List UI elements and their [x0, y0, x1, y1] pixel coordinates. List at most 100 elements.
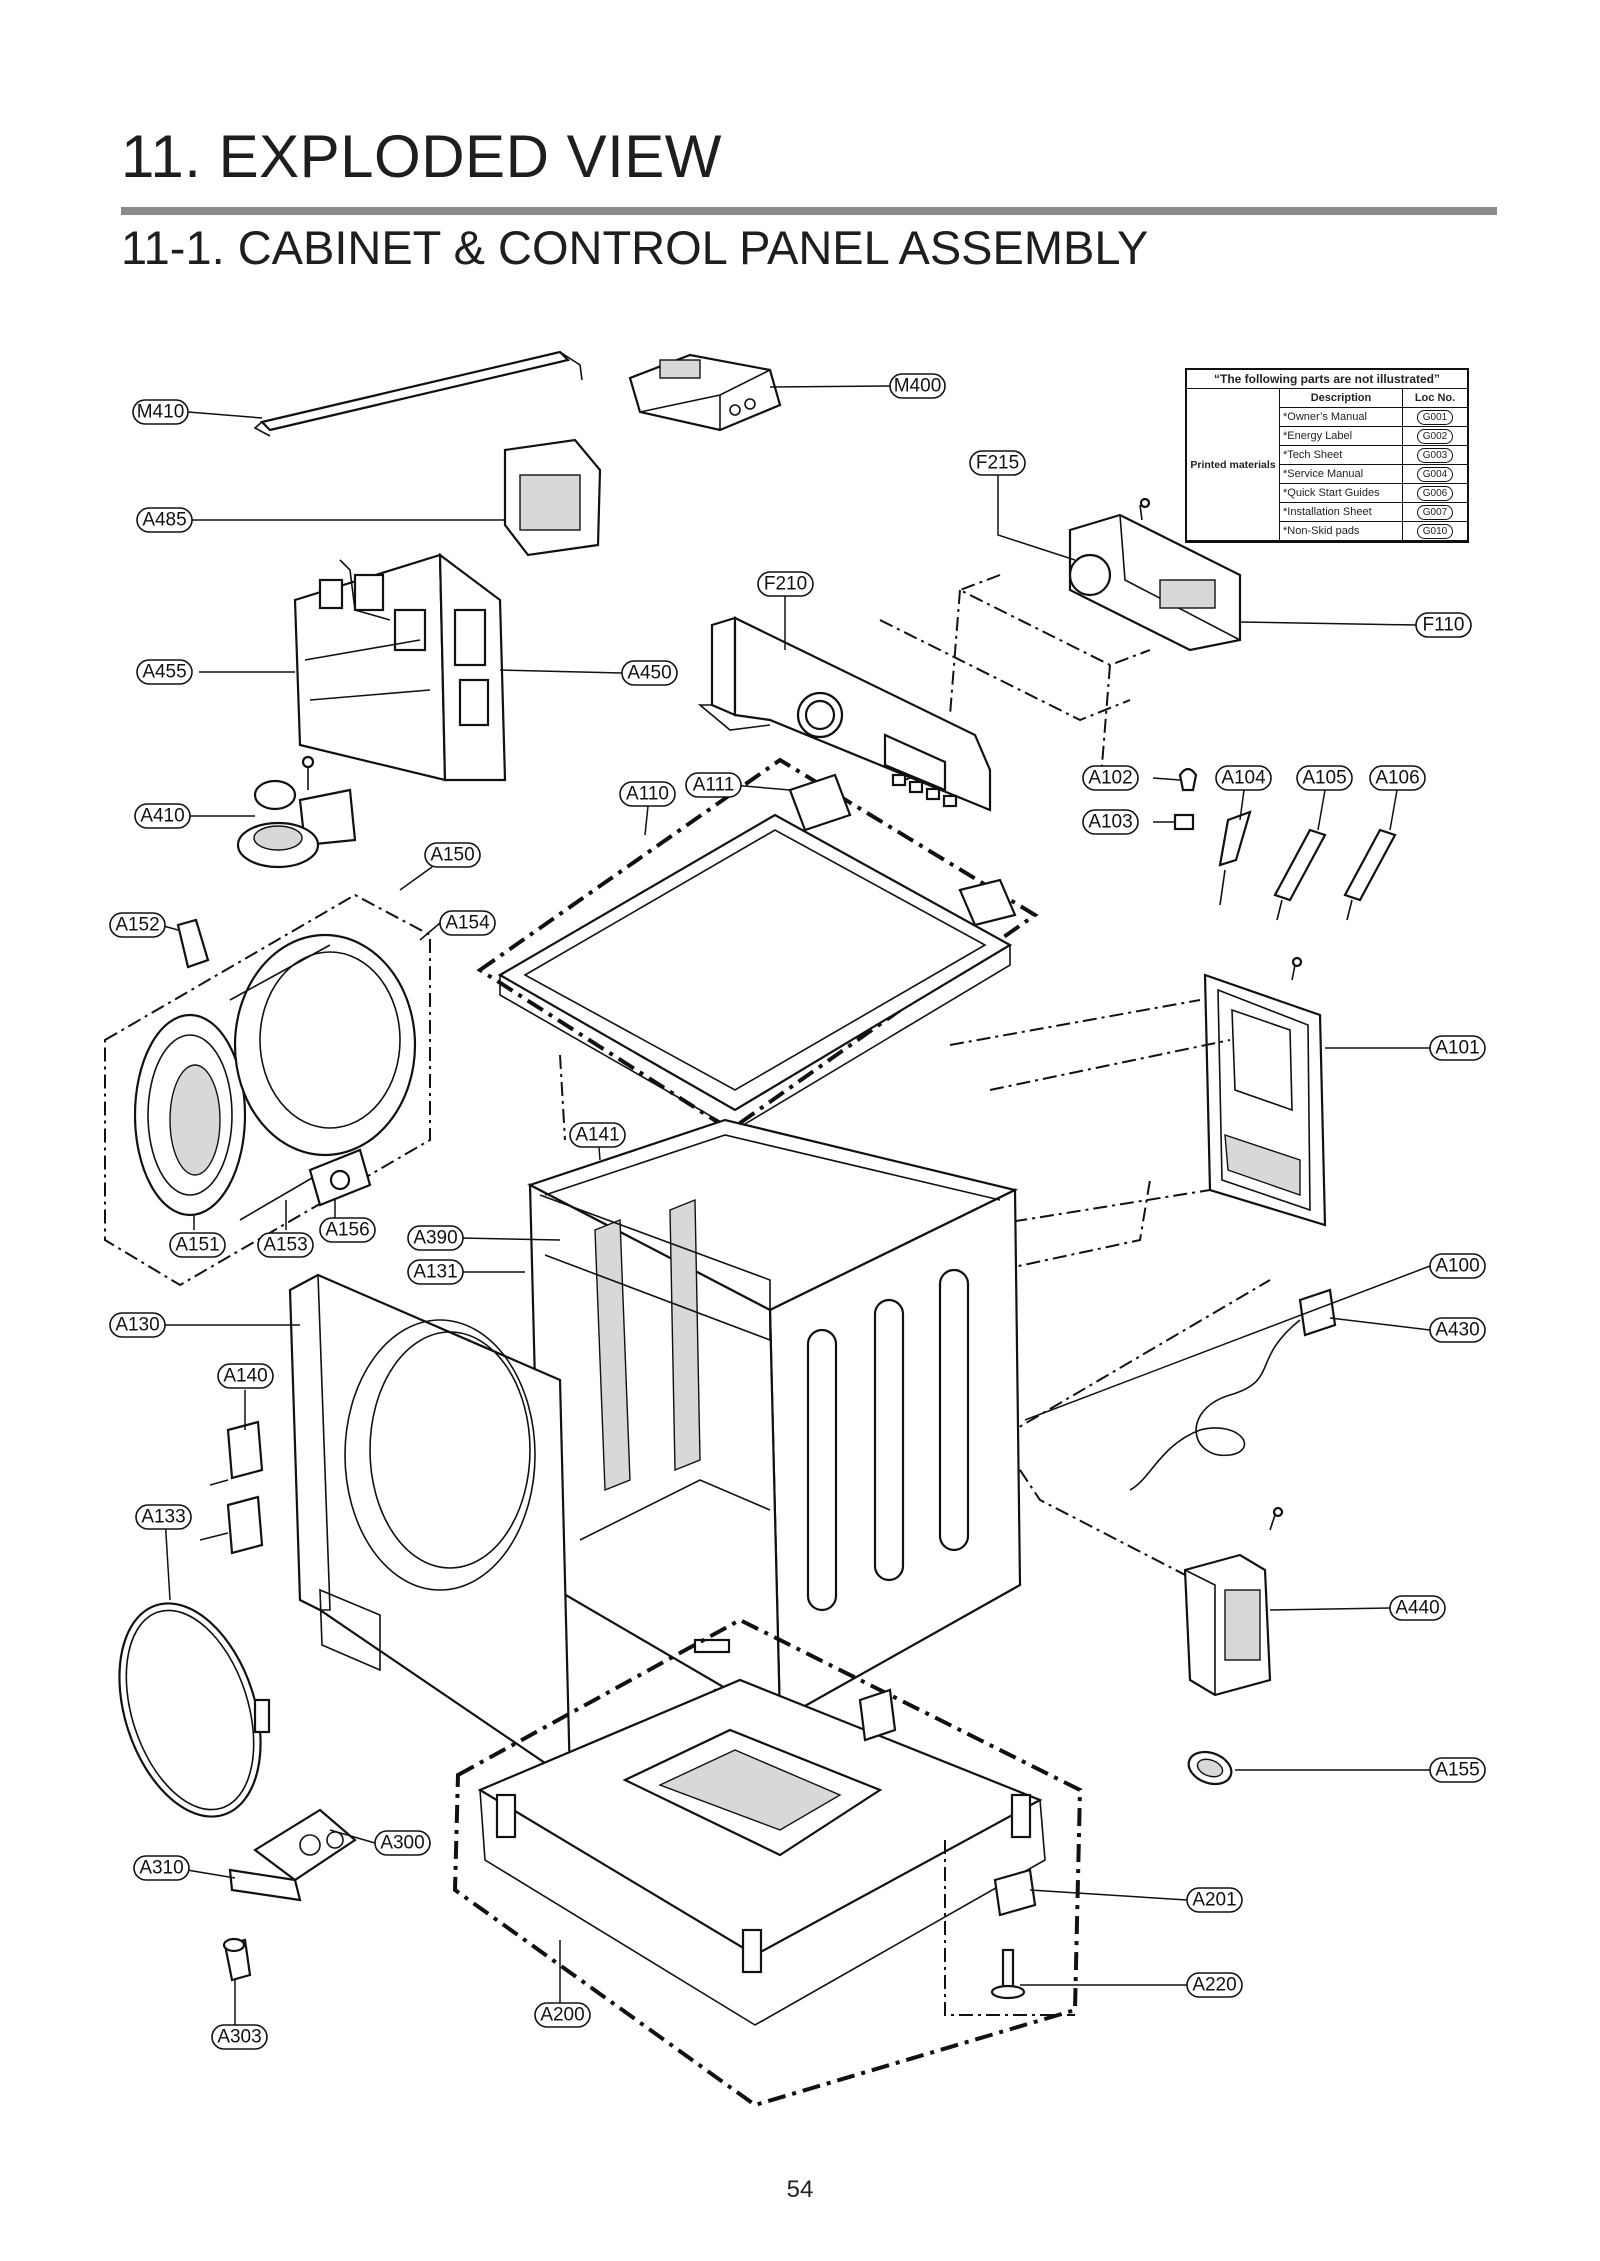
- notes-category: Printed materials: [1187, 389, 1280, 541]
- svg-text:A103: A103: [1088, 812, 1132, 833]
- svg-text:A220: A220: [1192, 1975, 1236, 1996]
- svg-text:F215: F215: [976, 453, 1019, 474]
- notes-col-description: Description: [1279, 389, 1403, 408]
- callout-A440: A440: [1389, 1595, 1446, 1621]
- svg-text:A154: A154: [445, 913, 490, 934]
- callout-A103: A103: [1082, 809, 1139, 835]
- callout-A133: A133: [135, 1504, 192, 1530]
- notes-table: Printed materials Description Loc No. *O…: [1187, 389, 1467, 541]
- svg-text:F210: F210: [764, 574, 807, 595]
- callout-A153: A153: [257, 1232, 314, 1258]
- part-dampers: [1218, 810, 1397, 921]
- notes-loc: G006: [1416, 485, 1454, 501]
- part-a130-front-panel: [288, 1273, 572, 1783]
- callout-M400: M400: [889, 373, 946, 399]
- svg-text:A130: A130: [115, 1315, 159, 1336]
- callout-M410: M410: [132, 399, 189, 425]
- callout-A455: A455: [136, 659, 193, 685]
- callout-A450: A450: [621, 660, 678, 686]
- callout-A102: A102: [1082, 765, 1139, 791]
- part-f110-board: [1068, 497, 1242, 652]
- callout-A152: A152: [109, 912, 166, 938]
- svg-text:A410: A410: [140, 806, 184, 827]
- svg-text:A100: A100: [1435, 1256, 1479, 1277]
- callout-A106: A106: [1369, 765, 1426, 791]
- notes-loc: G007: [1416, 504, 1454, 520]
- top-plate-group: [476, 757, 1039, 1133]
- part-a440-filter: [1183, 1506, 1284, 1697]
- callout-A100: A100: [1429, 1253, 1486, 1279]
- notes-desc: *Installation Sheet: [1279, 502, 1403, 522]
- svg-text:A151: A151: [175, 1235, 219, 1256]
- not-illustrated-parts-table: “The following parts are not illustrated…: [1185, 368, 1469, 543]
- callout-A110: A110: [619, 781, 676, 807]
- svg-text:M410: M410: [137, 402, 185, 423]
- callout-A310: A310: [133, 1855, 190, 1881]
- svg-text:A310: A310: [139, 1858, 183, 1879]
- callout-A104: A104: [1215, 765, 1272, 791]
- notes-loc: G010: [1416, 523, 1454, 539]
- callout-F210: F210: [757, 571, 814, 597]
- svg-text:A485: A485: [142, 510, 186, 531]
- section-title: 11-1. CABINET & CONTROL PANEL ASSEMBLY: [121, 221, 1149, 274]
- svg-text:A153: A153: [263, 1235, 307, 1256]
- svg-text:A200: A200: [540, 2005, 584, 2026]
- svg-text:A102: A102: [1088, 768, 1132, 789]
- svg-text:A152: A152: [115, 915, 159, 936]
- svg-text:A110: A110: [626, 784, 669, 805]
- callout-F215: F215: [969, 450, 1026, 476]
- part-a133-ring: [118, 1602, 271, 1818]
- part-a220-leg: [990, 1948, 1026, 2000]
- table-row: *Non-Skid pads G010: [1187, 521, 1467, 541]
- svg-text:A201: A201: [1192, 1890, 1236, 1911]
- part-a200-base: [452, 1617, 1083, 2108]
- title-rule: [121, 207, 1497, 215]
- svg-text:A155: A155: [1435, 1760, 1479, 1781]
- callout-A485: A485: [136, 507, 193, 533]
- svg-text:F110: F110: [1423, 615, 1465, 636]
- callout-A111: A111: [685, 772, 742, 798]
- svg-text:A101: A101: [1435, 1038, 1479, 1059]
- part-m410-bracket: [253, 350, 583, 437]
- svg-text:A133: A133: [141, 1507, 185, 1528]
- part-a410-sensor: [236, 755, 357, 869]
- svg-text:A430: A430: [1435, 1320, 1479, 1341]
- chapter-title: 11. EXPLODED VIEW: [121, 123, 722, 190]
- notes-loc: G003: [1416, 447, 1454, 463]
- svg-text:A390: A390: [413, 1228, 457, 1249]
- table-row: *Installation Sheet G007: [1187, 502, 1467, 522]
- part-a150-group: [104, 893, 431, 1287]
- part-a102-a103-clips: [1173, 767, 1198, 831]
- callout-A154: A154: [439, 910, 496, 936]
- callout-A220: A220: [1186, 1972, 1243, 1998]
- notes-loc: G002: [1416, 428, 1454, 444]
- svg-text:A141: A141: [575, 1125, 619, 1146]
- svg-text:A303: A303: [217, 2027, 261, 2048]
- callout-A155: A155: [1429, 1757, 1486, 1783]
- notes-desc: *Non-Skid pads: [1279, 521, 1403, 541]
- callout-A130: A130: [109, 1312, 166, 1338]
- notes-desc: *Tech Sheet: [1279, 445, 1403, 465]
- svg-text:A156: A156: [325, 1220, 369, 1241]
- part-f210-panel: [697, 616, 992, 812]
- svg-text:A104: A104: [1221, 768, 1266, 789]
- part-a100-cabinet: [527, 1118, 1022, 1722]
- callout-A105: A105: [1296, 765, 1353, 791]
- callout-A410: A410: [134, 803, 191, 829]
- notes-loc: G001: [1416, 409, 1454, 425]
- callout-A141: A141: [569, 1122, 626, 1148]
- part-a201-bracket: [944, 1840, 1075, 2016]
- callout-A430: A430: [1429, 1317, 1486, 1343]
- svg-text:A455: A455: [142, 662, 186, 683]
- svg-text:A105: A105: [1302, 768, 1346, 789]
- svg-text:A106: A106: [1375, 768, 1419, 789]
- part-a450-frame: [438, 552, 507, 782]
- part-a101-cover: [1203, 956, 1327, 1227]
- callout-A200: A200: [534, 2002, 591, 2028]
- svg-text:M400: M400: [894, 376, 942, 397]
- part-a140-hinges: [199, 1420, 264, 1555]
